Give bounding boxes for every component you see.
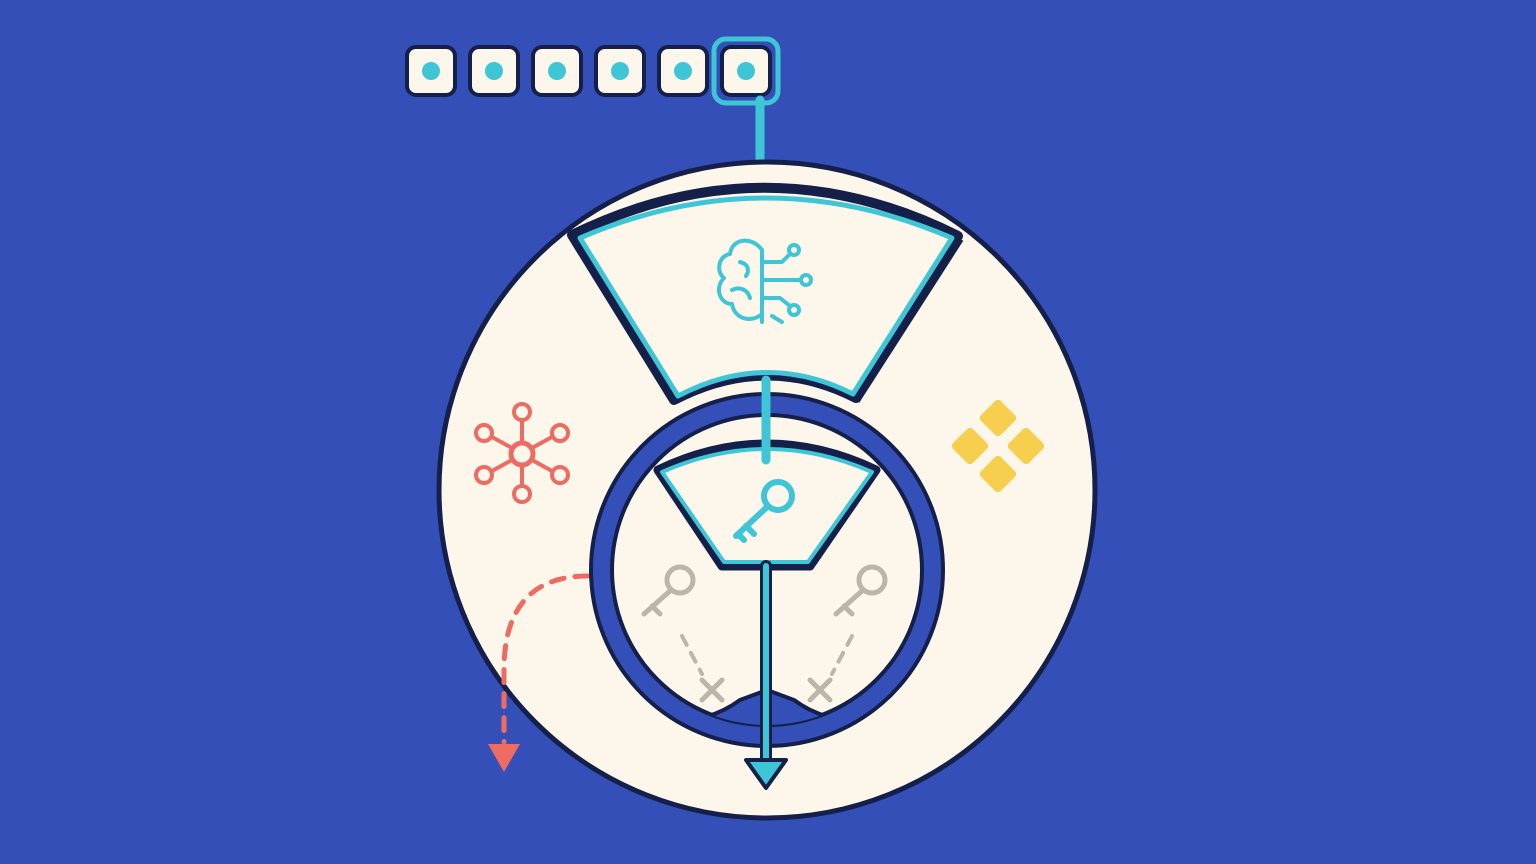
reject-x-icon-right <box>807 677 833 703</box>
token <box>657 45 709 97</box>
token-row <box>405 36 781 106</box>
token-highlighted <box>711 36 781 106</box>
segment-divider-left <box>570 239 674 403</box>
reject-x-icon-left <box>699 677 725 703</box>
key-icon-faded-left <box>641 564 696 617</box>
token <box>405 45 457 97</box>
main-flow-arrow <box>744 560 788 790</box>
rejected-key-paths <box>680 634 854 676</box>
brain-circuit-icon <box>716 238 813 324</box>
token <box>594 45 646 97</box>
rejected-path-arrow <box>488 573 591 772</box>
segment-divider-right <box>856 239 964 403</box>
network-hub-icon <box>474 402 570 504</box>
diamond-grid-icon <box>951 399 1045 493</box>
key-icon-faded-right <box>833 564 888 617</box>
token <box>531 45 583 97</box>
key-icon <box>733 479 795 543</box>
token <box>468 45 520 97</box>
